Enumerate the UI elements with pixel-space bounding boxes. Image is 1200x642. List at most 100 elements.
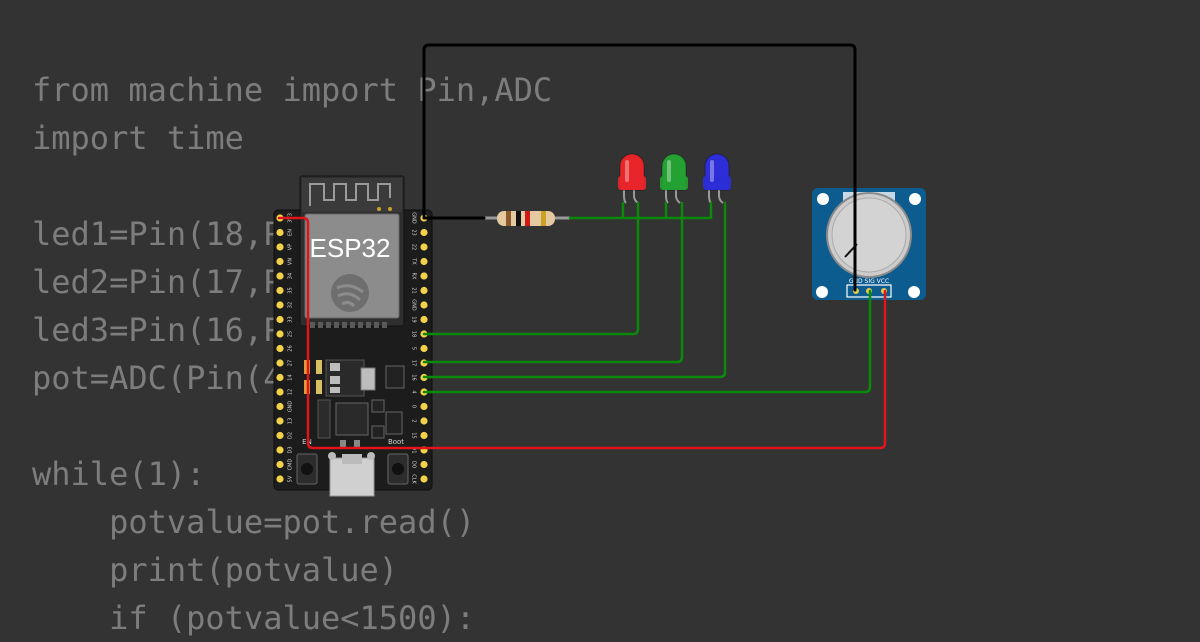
header-pin[interactable] xyxy=(420,228,428,237)
header-pin[interactable] xyxy=(276,315,284,324)
header-pin[interactable] xyxy=(276,359,284,367)
header-pin-label: 19 xyxy=(411,316,417,322)
header-pin[interactable] xyxy=(276,446,284,454)
wire-green-led-cathodes xyxy=(568,201,713,220)
header-pin[interactable] xyxy=(276,402,284,411)
header-pin-label: VN xyxy=(288,258,294,265)
header-pin-label: D0 xyxy=(411,461,417,468)
led-green[interactable] xyxy=(660,153,688,204)
header-pin[interactable] xyxy=(420,417,428,425)
wire-green-pin17 xyxy=(422,201,684,364)
header-pin[interactable] xyxy=(420,344,428,353)
code-line: import time xyxy=(32,119,244,157)
header-pin[interactable] xyxy=(276,330,284,338)
wire-green-pin18 xyxy=(422,201,640,336)
header-pin-label: 0 xyxy=(411,405,417,408)
header-pin[interactable] xyxy=(276,301,284,309)
header-pin-label: CLK xyxy=(411,474,417,484)
header-pin-label: 22 xyxy=(411,244,417,250)
header-pin-label: 25 xyxy=(288,331,294,337)
header-pin[interactable] xyxy=(420,431,428,440)
header-pin-label: 32 xyxy=(288,302,294,308)
header-pin-label: 13 xyxy=(288,418,294,424)
header-pin[interactable] xyxy=(420,402,428,411)
boot-button[interactable] xyxy=(387,453,409,485)
header-pin[interactable] xyxy=(276,344,284,353)
espressif-logo-icon xyxy=(331,274,369,312)
boot-button-label: Boot xyxy=(388,438,404,446)
led-blue[interactable] xyxy=(703,153,731,204)
header-pin[interactable] xyxy=(420,301,428,309)
header-pin-label: 33 xyxy=(288,316,294,322)
header-pin-label: TX xyxy=(411,257,417,265)
code-line: pot=ADC(Pin(4)) xyxy=(32,359,321,397)
header-pin[interactable] xyxy=(276,460,284,469)
header-pin[interactable] xyxy=(420,243,428,251)
header-pin-label: GND xyxy=(411,299,417,311)
usb-port-icon xyxy=(328,452,375,497)
antenna-icon xyxy=(309,183,391,206)
header-pin[interactable] xyxy=(420,272,428,280)
header-pin-label: D2 xyxy=(288,432,294,439)
header-pin-label: 5V xyxy=(288,475,294,482)
header-pin[interactable] xyxy=(276,475,284,483)
header-pin[interactable] xyxy=(276,417,284,425)
potentiometer-pin-labels: GND SIG VCC xyxy=(849,278,889,285)
header-pin-label: 21 xyxy=(411,287,417,293)
header-pin-label: VP xyxy=(288,244,294,250)
header-pin[interactable] xyxy=(276,257,284,266)
header-pin-label: 12 xyxy=(288,389,294,395)
header-pin[interactable] xyxy=(420,475,428,483)
header-pin[interactable] xyxy=(276,228,284,237)
header-pin-label: 16 xyxy=(411,374,417,380)
header-pin[interactable] xyxy=(420,257,428,266)
header-pin-label: 17 xyxy=(411,360,417,366)
led-red[interactable] xyxy=(618,153,646,204)
wire-green-pin16 xyxy=(422,201,727,379)
wire-red-vcc xyxy=(277,216,887,450)
header-pin-label: 35 xyxy=(288,287,294,293)
header-pin[interactable] xyxy=(276,272,284,280)
header-pin-label: 18 xyxy=(411,331,417,337)
potentiometer[interactable]: GND SIG VCC xyxy=(812,188,926,300)
header-pin-label: GND xyxy=(288,401,294,413)
header-pin-label: CMD xyxy=(288,459,294,471)
wire-green-pin4 xyxy=(422,289,872,394)
header-pin-label: 4 xyxy=(411,390,417,393)
header-pin[interactable] xyxy=(276,286,284,295)
header-pin[interactable] xyxy=(276,243,284,251)
code-line: print(potvalue) xyxy=(32,551,399,589)
header-pin[interactable] xyxy=(420,460,428,469)
header-pin[interactable] xyxy=(276,373,284,382)
header-pin[interactable] xyxy=(276,388,284,396)
header-pin-label: 2 xyxy=(411,419,417,422)
led-group xyxy=(618,153,731,204)
header-pin[interactable] xyxy=(276,431,284,440)
header-pin-label: 26 xyxy=(288,345,294,351)
en-button[interactable] xyxy=(296,453,318,485)
header-pin-label: 27 xyxy=(288,360,294,366)
header-pin-label: GND xyxy=(411,212,417,224)
header-pin-label: 23 xyxy=(411,229,417,235)
header-pin-label: 5 xyxy=(411,347,417,350)
header-pin-label: 15 xyxy=(411,432,417,438)
header-pin-label: 14 xyxy=(288,374,294,380)
header-pin-label: EN xyxy=(288,229,294,236)
esp32-board[interactable]: ESP32 EN xyxy=(273,175,433,497)
code-line: while(1): xyxy=(32,455,206,493)
header-pin-label: RX xyxy=(411,273,417,280)
esp32-left-header: 3V3ENVPVN343532332526271412GND13D2D3CMD5… xyxy=(276,213,294,483)
header-pin-label: 34 xyxy=(288,273,294,279)
code-line: potvalue=pot.read() xyxy=(32,503,476,541)
esp32-title: ESP32 xyxy=(310,233,391,263)
code-line: from machine import Pin,ADC xyxy=(32,71,553,109)
wire-black-gnd xyxy=(422,43,857,292)
wires xyxy=(277,43,887,450)
header-pin[interactable] xyxy=(420,315,428,324)
resistor[interactable] xyxy=(484,211,570,226)
header-pin[interactable] xyxy=(420,286,428,295)
header-pin-label: D3 xyxy=(288,446,294,453)
header-pin-label: D1 xyxy=(411,446,417,453)
